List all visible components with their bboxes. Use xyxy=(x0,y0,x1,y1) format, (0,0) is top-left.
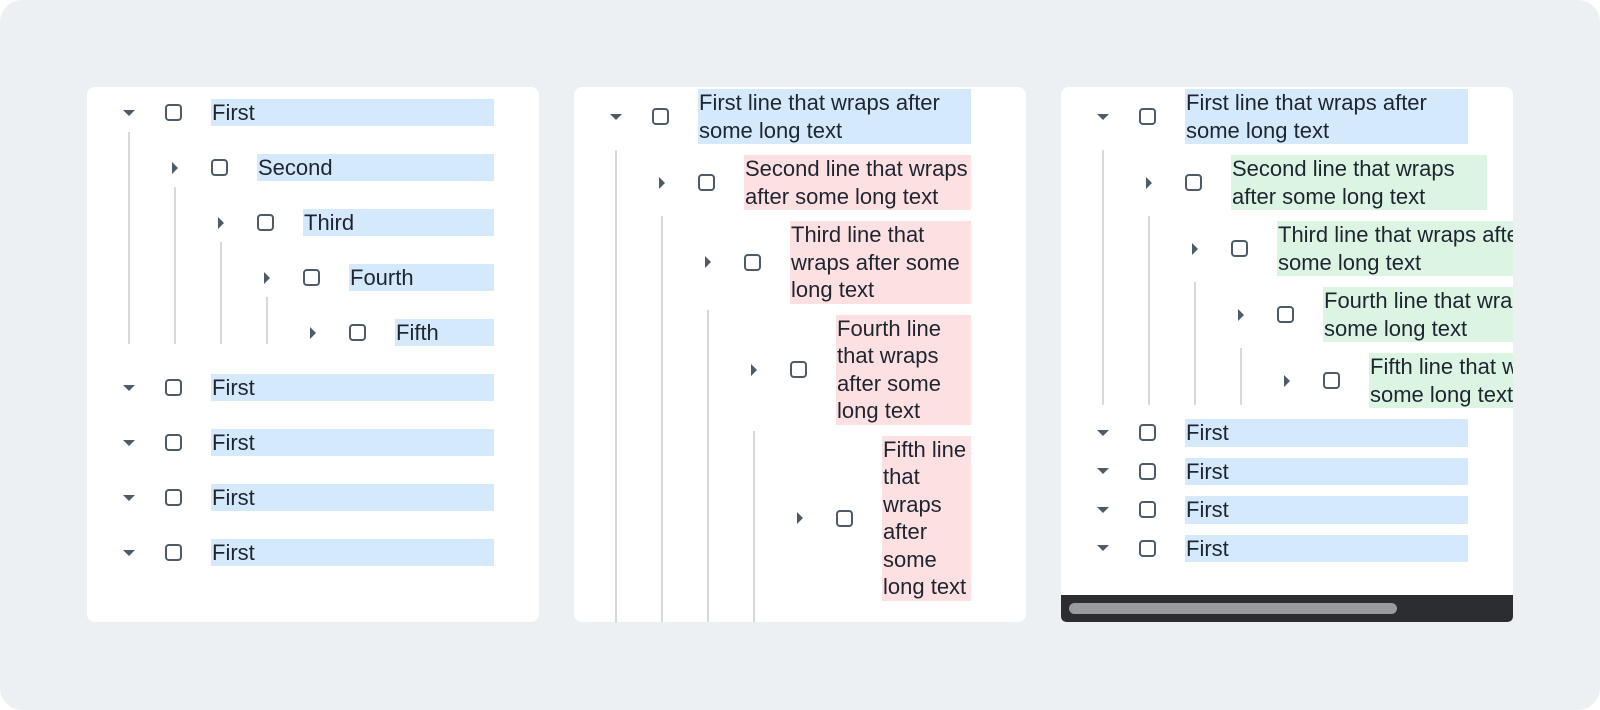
checkbox-icon[interactable] xyxy=(1139,539,1156,557)
tree-guide-line xyxy=(1102,150,1104,405)
tree-guide-line xyxy=(615,150,617,622)
caret-down-icon[interactable] xyxy=(1097,113,1109,120)
checkbox-icon[interactable] xyxy=(165,544,182,561)
tree-guide-line xyxy=(661,216,663,622)
tree-node-label: First xyxy=(211,99,494,126)
tree-node-label: First line that wraps after some long te… xyxy=(698,89,971,144)
caret-right-icon[interactable] xyxy=(310,326,316,339)
caret-down-icon[interactable] xyxy=(123,384,135,391)
tree-node-label: First xyxy=(1185,457,1468,485)
tree-guide-line xyxy=(1194,282,1196,405)
tree-node-label: First xyxy=(1185,419,1468,447)
checkbox-icon[interactable] xyxy=(652,108,669,125)
tree-panel-wrapped: First line that wraps after some long te… xyxy=(574,87,1026,622)
caret-down-icon[interactable] xyxy=(123,494,135,501)
checkbox-icon[interactable] xyxy=(349,324,366,341)
checkbox-icon[interactable] xyxy=(1277,306,1294,323)
tree-guide-line xyxy=(128,132,130,344)
checkbox-icon[interactable] xyxy=(744,253,761,271)
checkbox-icon[interactable] xyxy=(1231,240,1248,257)
tree-guide-line xyxy=(174,187,176,344)
caret-right-icon[interactable] xyxy=(659,176,665,189)
checkbox-icon[interactable] xyxy=(1185,174,1202,191)
checkbox-icon[interactable] xyxy=(165,104,182,121)
caret-right-icon[interactable] xyxy=(218,216,224,229)
caret-down-icon[interactable] xyxy=(123,109,135,116)
tree-node-label: First xyxy=(1185,534,1468,562)
tree-node-label: Second line that wraps after some long t… xyxy=(1231,155,1487,210)
tree-node-label: Fifth line that wraps after some long te… xyxy=(882,435,971,601)
tree-node-label: Third line that wraps after some long te… xyxy=(1277,221,1513,276)
caret-right-icon[interactable] xyxy=(751,363,757,376)
caret-down-icon[interactable] xyxy=(1097,506,1109,513)
tree-node-label: Second line that wraps after some long t… xyxy=(744,155,971,210)
caret-right-icon[interactable] xyxy=(1284,374,1290,387)
caret-right-icon[interactable] xyxy=(705,256,711,269)
tree-node-label: First xyxy=(211,429,494,456)
tree-node-label: First xyxy=(211,539,494,566)
caret-right-icon[interactable] xyxy=(1238,308,1244,321)
tree-node-label: Fourth xyxy=(349,264,494,291)
caret-right-icon[interactable] xyxy=(1146,176,1152,189)
caret-right-icon[interactable] xyxy=(797,512,803,524)
checkbox-icon[interactable] xyxy=(211,159,228,176)
scrollbar-thumb[interactable] xyxy=(1069,603,1397,614)
caret-right-icon[interactable] xyxy=(264,271,270,284)
tree-guide-line xyxy=(707,309,709,622)
tree-node-label: Second xyxy=(257,154,494,181)
checkbox-icon[interactable] xyxy=(790,361,807,378)
checkbox-icon[interactable] xyxy=(165,489,182,506)
tree-guide-line xyxy=(753,430,755,622)
checkbox-icon[interactable] xyxy=(1139,462,1156,480)
checkbox-icon[interactable] xyxy=(165,434,182,451)
checkbox-icon[interactable] xyxy=(836,509,853,527)
tree-node-label: Third xyxy=(303,209,494,236)
tree-node-label: First line that wraps after some long te… xyxy=(1185,89,1468,144)
checkbox-icon[interactable] xyxy=(257,214,274,231)
checkbox-icon[interactable] xyxy=(1139,108,1156,125)
tree-guide-line xyxy=(220,242,222,344)
tree-node-label: First xyxy=(211,374,494,401)
tree-guide-line xyxy=(266,297,268,344)
tree-guide-line xyxy=(1148,216,1150,405)
caret-right-icon[interactable] xyxy=(172,161,178,174)
checkbox-icon[interactable] xyxy=(1139,424,1156,442)
tree-node-label: Fourth line that wraps after some long t… xyxy=(836,314,971,425)
tree-node-label: First xyxy=(211,484,494,511)
caret-right-icon[interactable] xyxy=(1192,242,1198,255)
tree-node-label: Fifth xyxy=(395,319,494,346)
checkbox-icon[interactable] xyxy=(165,379,182,396)
caret-down-icon[interactable] xyxy=(610,113,622,120)
tree-panel-scrolling: First line that wraps after some long te… xyxy=(1061,87,1513,622)
tree-guide-line xyxy=(1240,348,1242,405)
caret-down-icon[interactable] xyxy=(123,439,135,446)
caret-down-icon[interactable] xyxy=(1097,429,1109,436)
checkbox-icon[interactable] xyxy=(1139,501,1156,519)
tree-node-label: Fourth line that wraps after some long t… xyxy=(1323,287,1513,342)
caret-down-icon[interactable] xyxy=(123,549,135,556)
checkbox-icon[interactable] xyxy=(1323,372,1340,389)
tree-node-label: Fifth line that wraps after some long te… xyxy=(1369,353,1513,408)
horizontal-scrollbar[interactable] xyxy=(1061,595,1513,622)
checkbox-icon[interactable] xyxy=(303,269,320,286)
caret-down-icon[interactable] xyxy=(1097,468,1109,475)
tree-node-label: First xyxy=(1185,496,1468,524)
checkbox-icon[interactable] xyxy=(698,174,715,191)
tree-node-label: Third line that wraps after some long te… xyxy=(790,221,971,304)
caret-down-icon[interactable] xyxy=(1097,545,1109,552)
